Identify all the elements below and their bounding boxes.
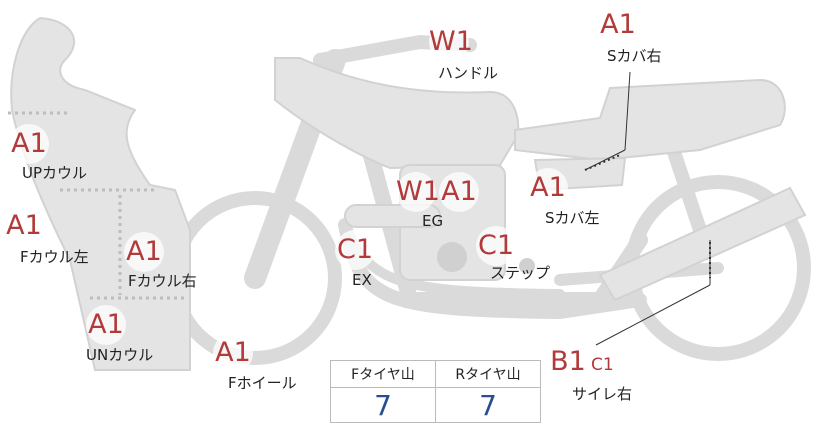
label-silencer-right: サイレ右 (572, 385, 633, 403)
code-fcowl-right: A1 (124, 232, 164, 272)
silencer (598, 186, 807, 302)
seat (514, 78, 786, 162)
label-upcowl: UPカウル (22, 164, 88, 182)
front-tire-header: Fタイヤ山 (330, 360, 436, 388)
code-step: C1 (476, 226, 516, 266)
code-uncowl: A1 (86, 305, 126, 345)
label-eg: EG (422, 212, 444, 230)
fuel-tank (274, 57, 520, 170)
cowl (10, 16, 191, 371)
code-silencer-right-small: C1 (591, 354, 614, 376)
label-fcowl-left: Fカウル左 (20, 248, 89, 266)
code-handle: W1 (429, 22, 473, 62)
code-ex: C1 (335, 230, 375, 270)
label-uncowl: UNカウル (86, 346, 154, 364)
rear-shock (663, 133, 707, 237)
label-fwheel: Fホイール (228, 374, 297, 392)
front-tire-value: 7 (330, 387, 436, 423)
label-handle: ハンドル (438, 64, 499, 82)
code-upcowl: A1 (9, 124, 49, 164)
rear-tire-value: 7 (435, 387, 541, 423)
code-scover-left: A1 (528, 168, 568, 208)
code-fcowl-left: A1 (4, 206, 44, 246)
code-scover-right: A1 (598, 5, 638, 45)
label-ex: EX (352, 271, 372, 289)
code-fwheel: A1 (213, 333, 253, 373)
label-fcowl-right: Fカウル右 (128, 272, 197, 290)
rear-tire-header: Rタイヤ山 (435, 360, 541, 388)
label-scover-left: Sカバ左 (545, 209, 600, 227)
code-eg-1: W1 (396, 172, 440, 212)
label-scover-right: Sカバ右 (607, 47, 662, 65)
label-step: ステップ (490, 264, 551, 282)
code-eg-2: A1 (439, 172, 479, 212)
tire-tread-table: Fタイヤ山 Rタイヤ山 7 7 (330, 360, 541, 423)
code-silencer-right: B1 (548, 342, 588, 382)
